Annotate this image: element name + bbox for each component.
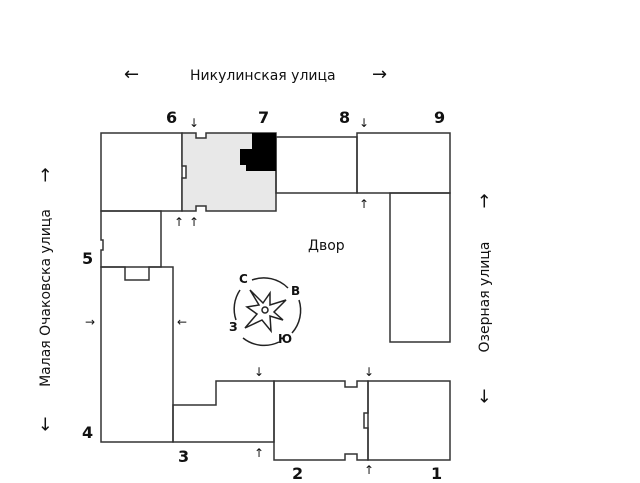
entrance-arrow-icon: ← xyxy=(177,315,188,329)
selected-apartment[interactable] xyxy=(240,133,276,171)
section-label-8[interactable]: 8 xyxy=(339,108,351,127)
section-label-6[interactable]: 6 xyxy=(166,108,178,127)
entrance-arrow-icon: ↑ xyxy=(174,215,185,229)
section-4-block[interactable] xyxy=(100,266,174,443)
section-9-block[interactable] xyxy=(356,132,451,194)
entrance-arrow-icon: ↓ xyxy=(189,116,200,130)
courtyard-label: Двор xyxy=(308,238,345,254)
compass-west: З xyxy=(229,320,238,334)
section-6-block[interactable] xyxy=(100,132,183,212)
entrance-arrow-icon: ↑ xyxy=(364,463,375,477)
compass-south: Ю xyxy=(278,332,293,346)
section-label-2[interactable]: 2 xyxy=(292,464,304,483)
section-1-block[interactable] xyxy=(363,380,451,461)
section-8-block[interactable] xyxy=(275,136,358,194)
section-9-wing[interactable] xyxy=(389,192,451,343)
entrance-arrow-icon: → xyxy=(85,315,96,329)
street-top: Никулинская улица xyxy=(190,68,336,84)
arrow-down-icon: ← xyxy=(474,388,495,404)
section-label-4[interactable]: 4 xyxy=(82,423,94,442)
section-2-block[interactable] xyxy=(273,380,369,461)
street-left: Малая Очаковска улица xyxy=(38,209,54,387)
section-5-block[interactable] xyxy=(100,210,162,268)
arrow-right-icon: → xyxy=(372,64,388,85)
entrance-arrow-icon: ↑ xyxy=(189,215,200,229)
section-label-7[interactable]: 7 xyxy=(258,108,270,127)
compass-east: В xyxy=(291,284,301,298)
entrance-arrow-icon: ↑ xyxy=(359,197,370,211)
arrow-down-icon: ← xyxy=(35,416,56,432)
section-3-block[interactable] xyxy=(172,380,275,443)
street-right: Озерная улица xyxy=(477,241,493,353)
section-label-3[interactable]: 3 xyxy=(178,447,190,466)
entrance-arrow-icon: ↓ xyxy=(364,365,375,379)
arrow-up-icon: → xyxy=(35,167,56,183)
entrance-arrow-icon: ↓ xyxy=(359,116,370,130)
entrance-arrow-icon: ↑ xyxy=(254,446,265,460)
compass-north: С xyxy=(239,272,248,286)
entrance-arrow-icon: ↓ xyxy=(254,365,265,379)
section-label-5[interactable]: 5 xyxy=(82,249,94,268)
section-label-1[interactable]: 1 xyxy=(431,464,443,483)
compass-rose-icon xyxy=(233,277,302,347)
section-label-9[interactable]: 9 xyxy=(434,108,446,127)
arrow-up-icon: → xyxy=(474,193,495,209)
arrow-left-icon: ← xyxy=(124,64,140,85)
